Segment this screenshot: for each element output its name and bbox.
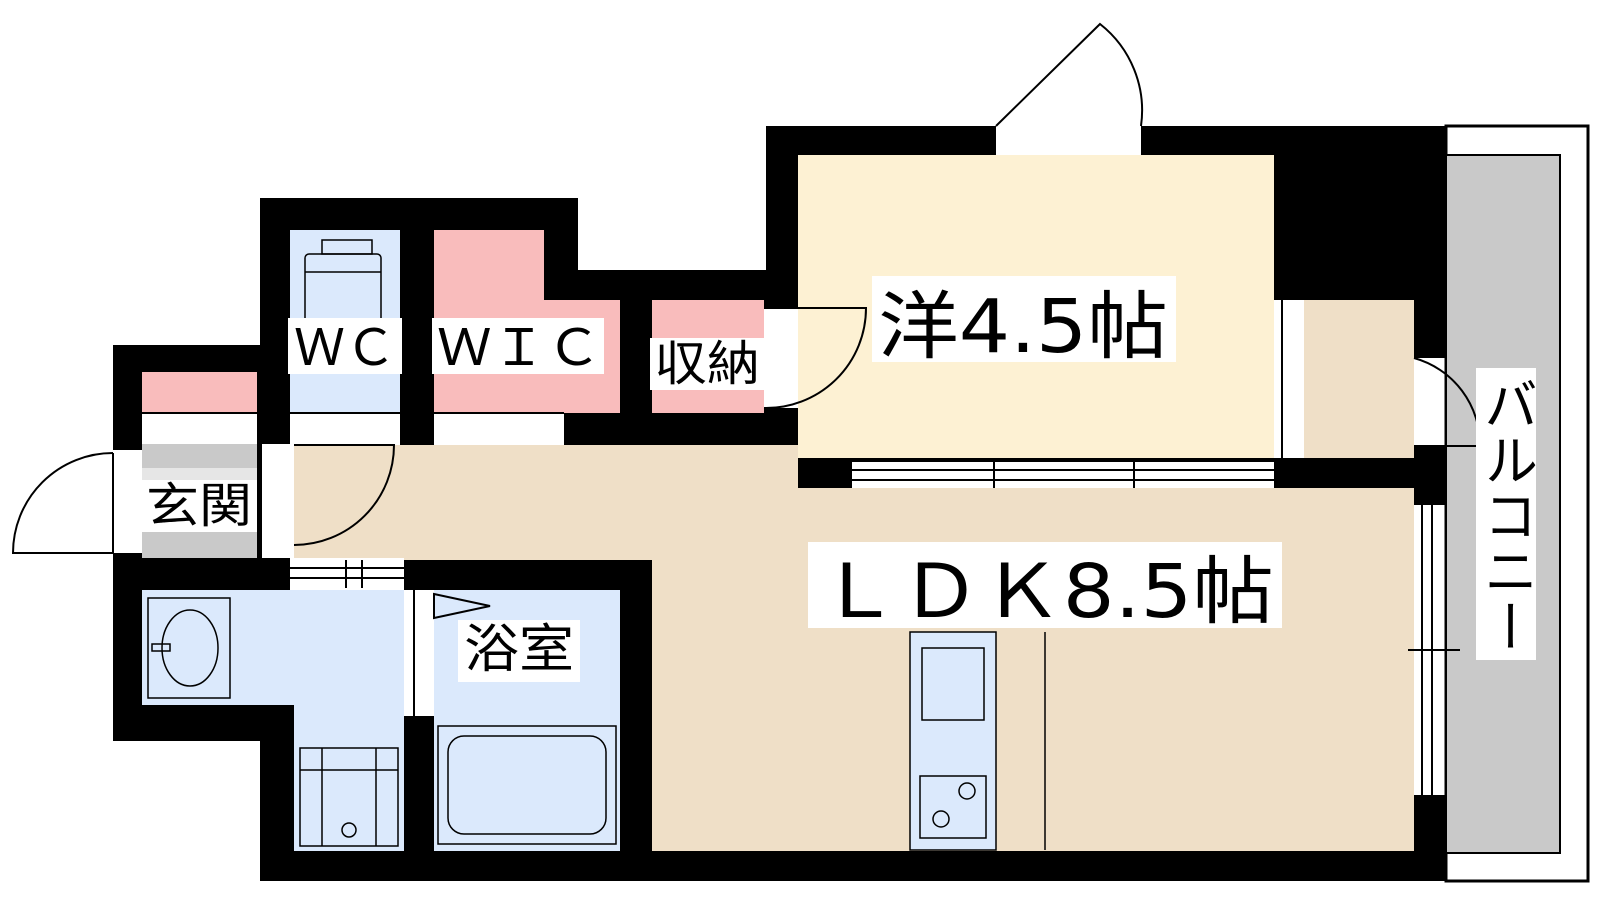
washer-pan <box>299 747 399 847</box>
entrance-shelf-gap <box>142 413 257 444</box>
western-sliding-door <box>852 462 1274 488</box>
sink <box>921 647 985 721</box>
storage-door-swing <box>763 307 868 410</box>
entrance-label: 玄関 <box>146 478 252 534</box>
wc-door-opening <box>262 444 294 558</box>
western-window <box>996 126 1141 155</box>
label-bg <box>1476 368 1536 660</box>
label-bg <box>650 338 764 390</box>
burner <box>958 782 976 800</box>
wc-door-top <box>290 413 400 445</box>
wc-door-swing <box>293 444 396 546</box>
label-bg <box>458 620 580 682</box>
bathroom-label: 浴室 <box>464 620 574 680</box>
stove <box>919 775 987 839</box>
ldk-label: ＬＤＫ8.5帖 <box>818 549 1274 635</box>
closet-right-floor <box>1304 300 1414 458</box>
kitchen-counter <box>909 631 1046 851</box>
label-bg <box>432 318 604 374</box>
counter <box>909 631 997 851</box>
bathtub-inner <box>447 735 607 835</box>
basin-tap <box>151 643 171 652</box>
storage-door-opening <box>764 308 798 408</box>
washer-space <box>299 747 399 847</box>
label-bg <box>808 542 1282 628</box>
bath-door-flag <box>433 592 491 620</box>
room-labels: 洋4.5帖 ＬＤＫ8.5帖 ＷＣ ＷＩＣ 収納 玄関 浴室 バルコニー <box>142 276 1538 682</box>
label-bg <box>872 276 1176 362</box>
bathtub <box>437 725 617 845</box>
label-bg <box>142 480 257 532</box>
bathtub-outer <box>437 725 617 845</box>
wic-door-top <box>434 413 564 445</box>
label-bg <box>288 318 402 374</box>
balcony-door-upper <box>1414 358 1446 446</box>
washroom-floor <box>142 590 404 851</box>
bath-door-opening <box>404 590 434 716</box>
entrance-door-swing <box>11 452 114 554</box>
burner <box>932 810 950 828</box>
washer-drain <box>341 822 357 838</box>
exterior-door-swing <box>995 22 1144 127</box>
wash-basin <box>147 597 231 699</box>
basin-bowl <box>161 609 219 687</box>
wc-label: ＷＣ <box>294 319 396 377</box>
vanity-counter <box>147 597 231 699</box>
western-room-label: 洋4.5帖 <box>878 284 1168 370</box>
balcony-label: バルコニー <box>1475 376 1538 654</box>
entrance-shelf <box>142 372 257 413</box>
wic-label: ＷＩＣ <box>437 319 601 377</box>
storage-label: 収納 <box>654 336 760 392</box>
entrance-door-opening <box>113 450 142 553</box>
closet-door <box>1274 300 1304 458</box>
fixtures-lines <box>11 22 1482 795</box>
